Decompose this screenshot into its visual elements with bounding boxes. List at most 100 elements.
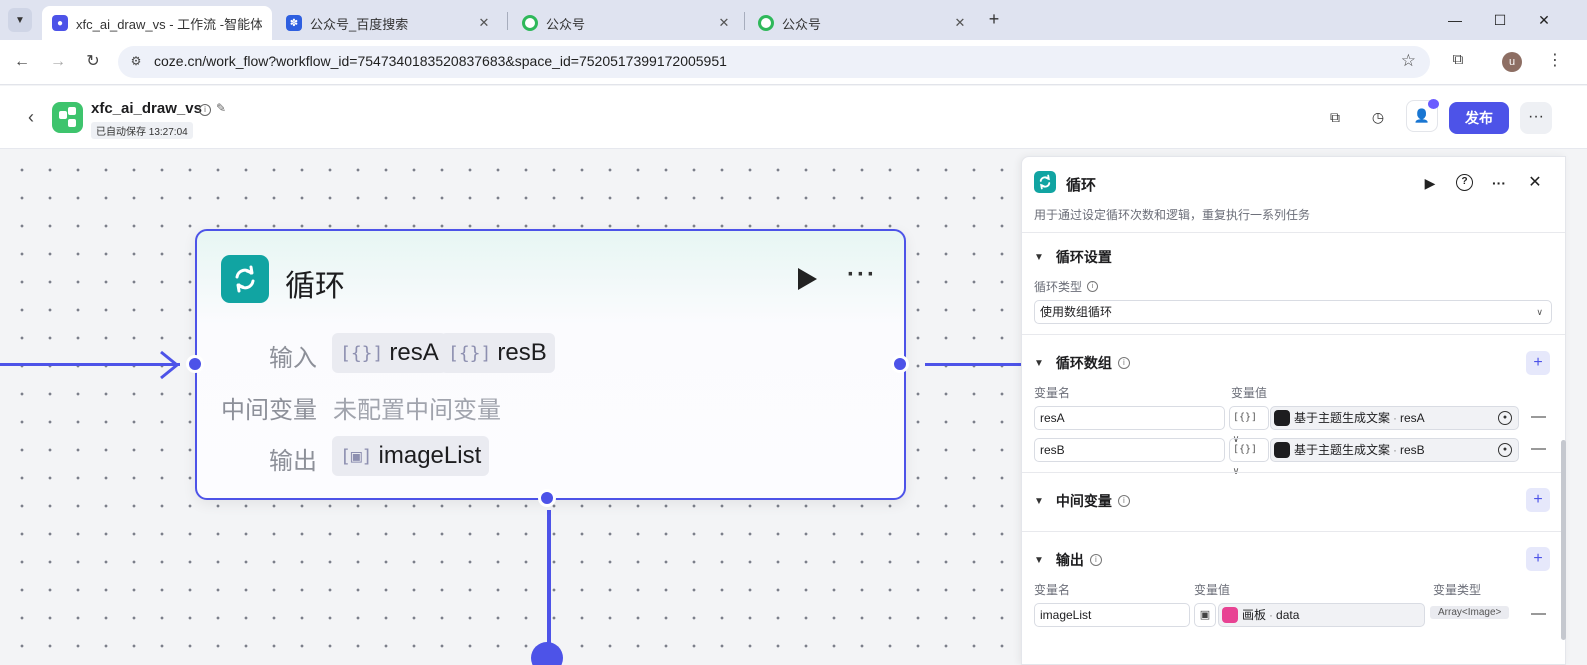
section-title: 中间变量 (1055, 493, 1112, 509)
panel-more-icon[interactable]: ··· (1492, 175, 1506, 191)
chip-label: resA (389, 339, 439, 366)
browser-tab-3[interactable]: 公众号 ✕ (512, 6, 742, 40)
tab-title: 公众号_百度搜索 (310, 16, 409, 32)
close-window-button[interactable]: ✕ (1538, 12, 1550, 28)
array-var-ref[interactable]: 基于主题生成文案 · resB ● (1270, 438, 1519, 462)
llm-node-icon (1274, 410, 1290, 426)
history-icon[interactable]: ◷ (1371, 109, 1385, 125)
info-icon[interactable]: i (199, 104, 211, 116)
tab-title: 公众号 (546, 16, 586, 32)
workflow-title: xfc_ai_draw_vs (91, 100, 202, 117)
tab-separator (744, 12, 745, 30)
profile-avatar[interactable]: u (1502, 52, 1522, 72)
close-tab-icon[interactable]: ✕ (478, 15, 490, 30)
extensions-icon[interactable]: ⧉ (1452, 51, 1464, 68)
node-input-label: 输入 (269, 345, 317, 372)
panel-scrollbar[interactable] (1561, 440, 1566, 640)
maximize-button[interactable]: ☐ (1493, 12, 1507, 28)
loop-config-panel: 循环 ▶ ? ··· ✕ 用于通过设定循环次数和逻辑，重复执行一系列任务 ▼ 循… (1021, 156, 1566, 665)
tab-search-button[interactable]: ▼ (8, 8, 32, 32)
loop-type-value: 使用数组循环 (1040, 305, 1113, 319)
section-loop-settings[interactable]: ▼ 循环设置 (1034, 247, 1112, 267)
collaborator-button[interactable]: 👤 (1406, 100, 1438, 132)
new-tab-button[interactable]: + (988, 9, 1000, 29)
run-node-icon[interactable] (795, 267, 819, 291)
chevron-down-icon: ▼ (1034, 251, 1044, 263)
array-var-name-input[interactable]: resA (1034, 406, 1225, 430)
divider (1022, 334, 1565, 335)
settings-icon[interactable]: ● (1498, 443, 1512, 457)
remove-row-icon[interactable]: — (1531, 408, 1546, 425)
loop-node[interactable]: 循环 ··· 输入 [{}] resA [{}] resB 中间变量 未配置中间… (195, 229, 906, 500)
section-loop-array[interactable]: ▼ 循环数组 i (1034, 353, 1130, 373)
add-intermediate-button[interactable]: + (1526, 488, 1550, 512)
node-loop-port[interactable] (538, 489, 556, 507)
minimize-button[interactable]: — (1448, 12, 1462, 28)
tab-separator (507, 12, 508, 30)
browser-tab-2[interactable]: ✽ 公众号_百度搜索 ✕ (276, 6, 502, 40)
incoming-edge (0, 363, 180, 366)
info-icon[interactable]: i (1089, 554, 1102, 566)
bookmark-star-icon[interactable]: ☆ (1400, 51, 1416, 70)
array-object-icon: [{}] (340, 342, 384, 364)
publish-button[interactable]: 发布 (1449, 102, 1509, 134)
close-panel-icon[interactable]: ✕ (1528, 174, 1542, 191)
close-tab-icon[interactable]: ✕ (718, 15, 730, 30)
loop-body-port[interactable] (531, 642, 563, 665)
settings-icon[interactable]: ● (1498, 411, 1512, 425)
remove-row-icon[interactable]: — (1531, 605, 1546, 622)
workflow-canvas[interactable]: 循环 ··· 输入 [{}] resA [{}] resB 中间变量 未配置中间… (0, 150, 1021, 665)
var-type-select[interactable]: [{}] ∨ (1229, 438, 1269, 477)
copy-icon[interactable]: ⧉ (1330, 109, 1340, 125)
collaborator-badge-icon (1428, 99, 1439, 109)
info-icon[interactable]: i (1117, 357, 1130, 369)
chevron-down-icon: ▼ (1034, 554, 1044, 566)
close-tab-icon[interactable]: ✕ (954, 15, 966, 30)
outgoing-edge (925, 363, 1021, 366)
site-info-icon[interactable]: ⚙ (130, 54, 142, 68)
node-more-icon[interactable]: ··· (847, 261, 877, 288)
browser-tab-1[interactable]: ● xfc_ai_draw_vs - 工作流 -智能体 (42, 6, 272, 40)
ref-separator: · (1269, 608, 1274, 622)
chevron-down-icon: ▼ (1034, 495, 1044, 507)
array-var-name-input[interactable]: resB (1034, 438, 1225, 462)
remove-row-icon[interactable]: — (1531, 440, 1546, 457)
node-intermediate-label: 中间变量 (221, 397, 317, 424)
image-icon[interactable]: ▣ (1194, 603, 1216, 627)
browser-menu-icon[interactable]: ⋮ (1547, 52, 1563, 69)
type-glyph: [{}] (1233, 444, 1258, 455)
add-output-button[interactable]: + (1526, 547, 1550, 571)
col-type-label: 变量类型 (1433, 583, 1482, 597)
help-icon[interactable]: ? (1456, 174, 1473, 191)
back-icon[interactable]: ← (14, 53, 30, 70)
llm-node-icon (1274, 442, 1290, 458)
loop-type-select[interactable]: 使用数组循环 ∨ (1034, 300, 1552, 324)
panel-description: 用于通过设定循环次数和逻辑，重复执行一系列任务 (1034, 208, 1311, 222)
array-var-ref[interactable]: 基于主题生成文案 · resA ● (1270, 406, 1519, 430)
node-title: 循环 (285, 270, 345, 303)
address-bar[interactable]: ⚙ coze.cn/work_flow?workflow_id=75473401… (118, 46, 1430, 78)
autosave-status: 已自动保存 13:27:04 (91, 122, 193, 139)
add-array-item-button[interactable]: + (1526, 351, 1550, 375)
ref-source: 基于主题生成文案 (1294, 443, 1391, 457)
run-icon[interactable]: ▶ (1424, 175, 1436, 191)
loop-body-edge (547, 510, 551, 665)
node-input-port[interactable] (186, 355, 204, 373)
info-icon[interactable]: i (1087, 281, 1099, 292)
var-type-select[interactable]: [{}] ∨ (1229, 406, 1269, 445)
section-output[interactable]: ▼ 输出 i (1034, 550, 1102, 570)
section-intermediate[interactable]: ▼ 中间变量 i (1034, 491, 1130, 511)
output-var-name-input[interactable]: imageList (1034, 603, 1190, 627)
reload-icon[interactable]: ↻ (86, 53, 100, 70)
output-var-ref[interactable]: 画板 · data (1218, 603, 1425, 627)
canvas-node-icon (1222, 607, 1238, 623)
divider (1022, 531, 1565, 532)
node-output-port[interactable] (891, 355, 909, 373)
url-text[interactable]: coze.cn/work_flow?workflow_id=7547340183… (154, 53, 727, 69)
info-icon[interactable]: i (1117, 495, 1130, 507)
edit-icon[interactable]: ✎ (216, 101, 227, 115)
forward-icon[interactable]: → (50, 53, 66, 70)
header-more-button[interactable]: ··· (1520, 102, 1552, 134)
back-arrow-icon[interactable]: ‹ (28, 107, 34, 127)
browser-tab-4[interactable]: 公众号 ✕ (748, 6, 978, 40)
